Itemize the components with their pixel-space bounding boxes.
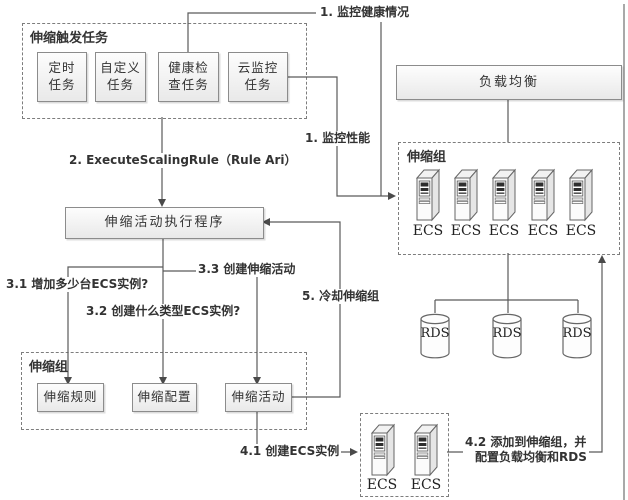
arrowheads bbox=[64, 192, 606, 456]
trigger-task-group bbox=[22, 23, 307, 119]
ecs-label: ECS bbox=[565, 223, 597, 239]
ecs-server-icon bbox=[371, 423, 395, 477]
scaling-rule-node: 伸缩规则 bbox=[37, 383, 104, 412]
scaling-group-left-title: 伸缩组 bbox=[29, 360, 69, 375]
scheduled-task-node: 定时 任务 bbox=[37, 52, 87, 102]
scaling-group-config bbox=[21, 352, 307, 430]
new-ecs-instances-group bbox=[360, 413, 449, 497]
label-cooldown-scaling-group: 5. 冷却伸缩组 bbox=[300, 289, 382, 304]
label-create-scaling-activity: 3.3 创建伸缩活动 bbox=[196, 262, 298, 277]
scaling-group-ecs-pool bbox=[398, 142, 620, 255]
scheduled-task-line2: 任务 bbox=[48, 77, 76, 92]
label-how-many-instances: 3.1 增加多少台ECS实例? bbox=[4, 277, 151, 292]
ecs-server-icon bbox=[531, 168, 555, 222]
label-what-instance-type: 3.2 创建什么类型ECS实例? bbox=[84, 304, 243, 319]
load-balancer-node: 负载均衡 bbox=[396, 65, 622, 100]
label-create-ecs-instance: 4.1 创建ECS实例 bbox=[238, 444, 342, 459]
cloud-monitor-task-line1: 云监控 bbox=[237, 60, 279, 76]
label-add-to-scaling-group: 4.2 添加到伸缩组，并 配置负载均衡和RDS bbox=[463, 435, 589, 465]
rds-label: RDS bbox=[492, 326, 522, 341]
label-add-to-scaling-group-line1: 4.2 添加到伸缩组，并 bbox=[465, 435, 587, 449]
trigger-group-title: 伸缩触发任务 bbox=[30, 31, 109, 46]
scaling-group-right-title: 伸缩组 bbox=[407, 150, 447, 165]
ecs-server-icon bbox=[492, 168, 516, 222]
ecs-server-icon bbox=[569, 168, 593, 222]
custom-task-node: 自定义 任务 bbox=[95, 52, 146, 102]
ecs-label: ECS bbox=[412, 223, 444, 239]
ecs-label: ECS bbox=[450, 223, 482, 239]
rds-label: RDS bbox=[562, 326, 592, 341]
image-right-border bbox=[623, 4, 625, 500]
ecs-label: ECS bbox=[527, 223, 559, 239]
health-check-task-line1: 健康检 bbox=[168, 60, 209, 76]
custom-task-line2: 任务 bbox=[106, 77, 134, 92]
health-check-task-node: 健康检 查任务 bbox=[158, 52, 219, 102]
label-execute-scaling-rule: 2. ExecuteScalingRule（Rule Ari） bbox=[67, 153, 299, 168]
cloud-monitor-task-line2: 任务 bbox=[244, 77, 272, 92]
ecs-label: ECS bbox=[366, 477, 398, 493]
ecs-server-icon bbox=[414, 423, 438, 477]
scaling-activity-executor-node: 伸缩活动执行程序 bbox=[65, 207, 264, 239]
label-add-to-scaling-group-line2: 配置负载均衡和RDS bbox=[475, 450, 587, 464]
ecs-label: ECS bbox=[488, 223, 520, 239]
label-monitor-health: 1. 监控健康情况 bbox=[318, 5, 412, 20]
ecs-label: ECS bbox=[410, 477, 442, 493]
health-check-task-line2: 查任务 bbox=[168, 77, 209, 92]
scaling-configuration-node: 伸缩配置 bbox=[132, 383, 197, 412]
label-monitor-performance: 1. 监控性能 bbox=[303, 131, 373, 146]
ecs-server-icon bbox=[416, 168, 440, 222]
cloud-monitor-task-node: 云监控 任务 bbox=[228, 52, 288, 102]
scaling-activity-node: 伸缩活动 bbox=[225, 383, 292, 412]
rds-label: RDS bbox=[420, 326, 450, 341]
scheduled-task-line1: 定时 bbox=[48, 60, 76, 76]
custom-task-line1: 自定义 bbox=[100, 60, 141, 76]
ecs-server-icon bbox=[454, 168, 478, 222]
